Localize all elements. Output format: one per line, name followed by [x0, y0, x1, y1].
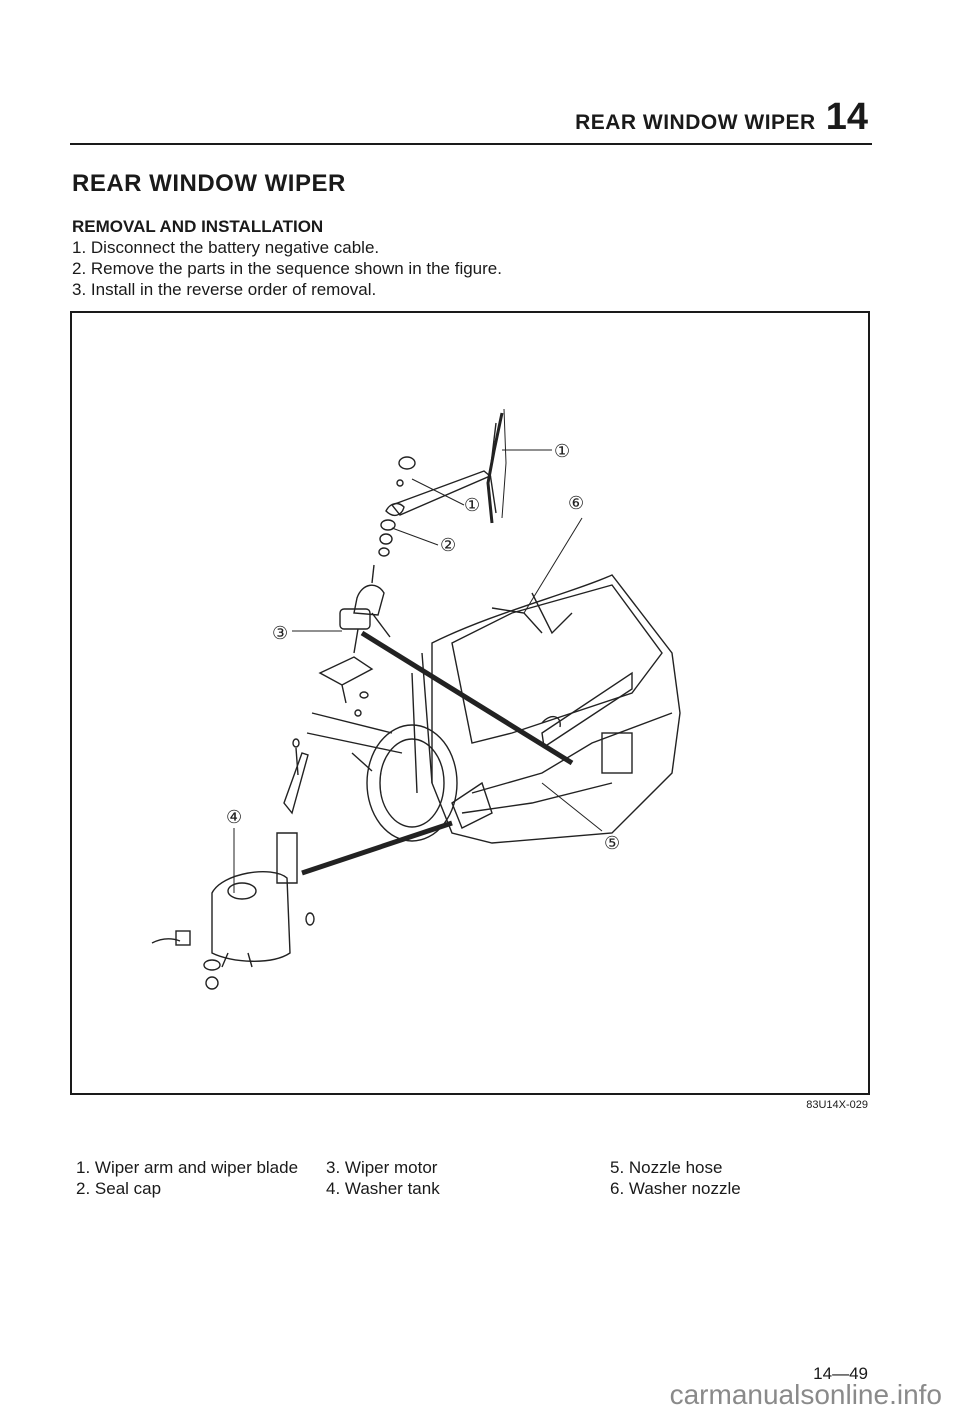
legend-column-2: 3. Wiper motor 4. Washer tank — [326, 1157, 440, 1199]
step-3: 3. Install in the reverse order of remov… — [72, 280, 377, 299]
legend-item-5: 5. Nozzle hose — [610, 1158, 723, 1177]
page-number: 14—49 — [813, 1364, 868, 1383]
wiper-blade-drawing — [486, 408, 507, 524]
header-title: REAR WINDOW WIPER — [575, 111, 816, 134]
exploded-view-figure: ① ① ② ③ ④ ⑤ ⑥ — [70, 311, 870, 1095]
legend-item-3: 3. Wiper motor — [326, 1158, 438, 1177]
legend-item-1: 1. Wiper arm and wiper blade — [76, 1158, 299, 1177]
callout-3: ③ — [272, 623, 288, 644]
callout-6: ⑥ — [568, 493, 584, 514]
header-rule — [70, 143, 872, 145]
legend-column-1: 1. Wiper arm and wiper blade 2. Seal cap — [76, 1157, 298, 1199]
seal-cap-drawing — [371, 519, 396, 584]
legend-item-4: 4. Washer tank — [326, 1179, 440, 1198]
callout-1-blade: ① — [554, 441, 570, 462]
subsection-title: REMOVAL AND INSTALLATION — [72, 217, 324, 236]
legend-item-6: 6. Washer nozzle — [610, 1179, 741, 1198]
legend-item-2: 2. Seal cap — [76, 1179, 162, 1198]
section-title: REAR WINDOW WIPER — [72, 170, 346, 197]
leader-lines — [233, 449, 603, 893]
legend-column-3: 5. Nozzle hose 6. Washer nozzle — [610, 1157, 741, 1199]
chapter-number: 14 — [825, 96, 868, 138]
figure-code: 83U14X-029 — [806, 1099, 868, 1111]
callout-1-arm: ① — [464, 495, 480, 516]
step-2: 2. Remove the parts in the sequence show… — [72, 259, 502, 278]
wiper-motor-drawing — [318, 584, 391, 717]
callout-2: ② — [440, 535, 456, 556]
wiper-assembly-illustration: ① ① ② ③ ④ ⑤ ⑥ — [151, 408, 681, 990]
vehicle-rear-drawing — [306, 574, 681, 844]
callout-4: ④ — [226, 807, 242, 828]
callout-5: ⑤ — [604, 833, 620, 854]
page-header: REAR WINDOW WIPER 14 — [575, 96, 868, 139]
wiper-arm-drawing — [385, 456, 492, 517]
callout-labels: ① ① ② ③ ④ ⑤ ⑥ — [226, 441, 620, 854]
washer-tank-drawing — [151, 738, 315, 990]
watermark-link[interactable]: carmanualsonline.info — [669, 1379, 942, 1410]
step-1: 1. Disconnect the battery negative cable… — [72, 238, 380, 257]
instruction-steps: 1. Disconnect the battery negative cable… — [72, 237, 502, 300]
